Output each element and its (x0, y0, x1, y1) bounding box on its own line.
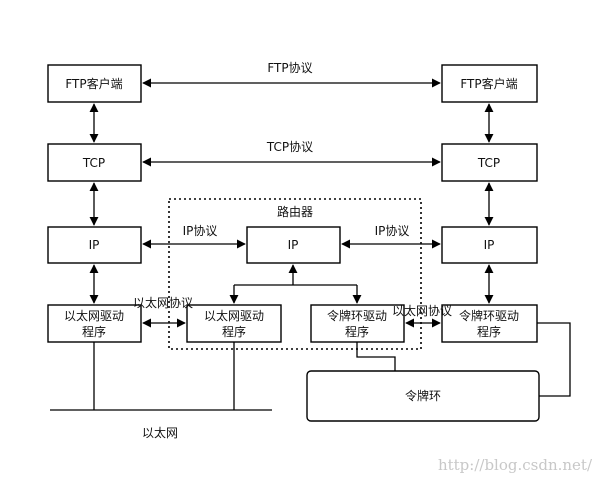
left-ip-box (47, 226, 142, 264)
token-ring-protocol-label: 以太网协议 (392, 303, 452, 318)
left-ethernet-driver-line1: 以太网驱动 (64, 308, 124, 323)
ethernet-protocol-label: 以太网协议 (133, 295, 193, 310)
ip-protocol-right-label: IP协议 (375, 223, 410, 238)
right-tcp-label: TCP (477, 156, 500, 170)
left-ip-label: IP (89, 238, 100, 252)
router-boundary (168, 198, 422, 350)
router-ethernet-driver-line1: 以太网驱动 (204, 308, 264, 323)
router-ethernet-driver-line2: 程序 (222, 324, 246, 339)
router-ethernet-driver-box (186, 304, 282, 343)
right-ftp-client-label: FTP客户端 (460, 76, 517, 91)
right-ip-box (441, 226, 538, 264)
router-title: 路由器 (277, 204, 313, 219)
watermark: http://blog.csdn.net/ (438, 456, 593, 474)
ip-protocol-left-label: IP协议 (183, 223, 218, 238)
ftp-protocol-label: FTP协议 (267, 60, 312, 75)
router-ip-box (246, 226, 341, 264)
left-ftp-client-label: FTP客户端 (65, 76, 122, 91)
ethernet-network-label: 以太网 (142, 425, 178, 440)
right-token-driver-to-ring (537, 322, 571, 397)
left-ethernet-driver-line2: 程序 (82, 324, 106, 339)
right-token-ring-driver-box (441, 304, 538, 343)
left-tcp-label: TCP (82, 156, 105, 170)
router-token-ring-driver-line1: 令牌环驱动 (327, 308, 387, 323)
left-tcp-box (47, 143, 142, 182)
right-token-ring-driver-line1: 令牌环驱动 (459, 308, 519, 323)
right-ftp-client-box (441, 64, 538, 103)
right-tcp-box (441, 143, 538, 182)
right-ip-label: IP (484, 238, 495, 252)
right-token-ring-driver-line2: 程序 (477, 324, 501, 339)
left-ethernet-driver-box (47, 304, 142, 343)
router-token-ring-driver-box (310, 304, 405, 343)
router-token-driver-to-ring (356, 342, 396, 371)
token-ring-label: 令牌环 (405, 388, 441, 403)
tcp-protocol-label: TCP协议 (266, 139, 313, 154)
router-token-ring-driver-line2: 程序 (345, 324, 369, 339)
router-ip-label: IP (288, 238, 299, 252)
left-ftp-client-box (47, 64, 142, 103)
